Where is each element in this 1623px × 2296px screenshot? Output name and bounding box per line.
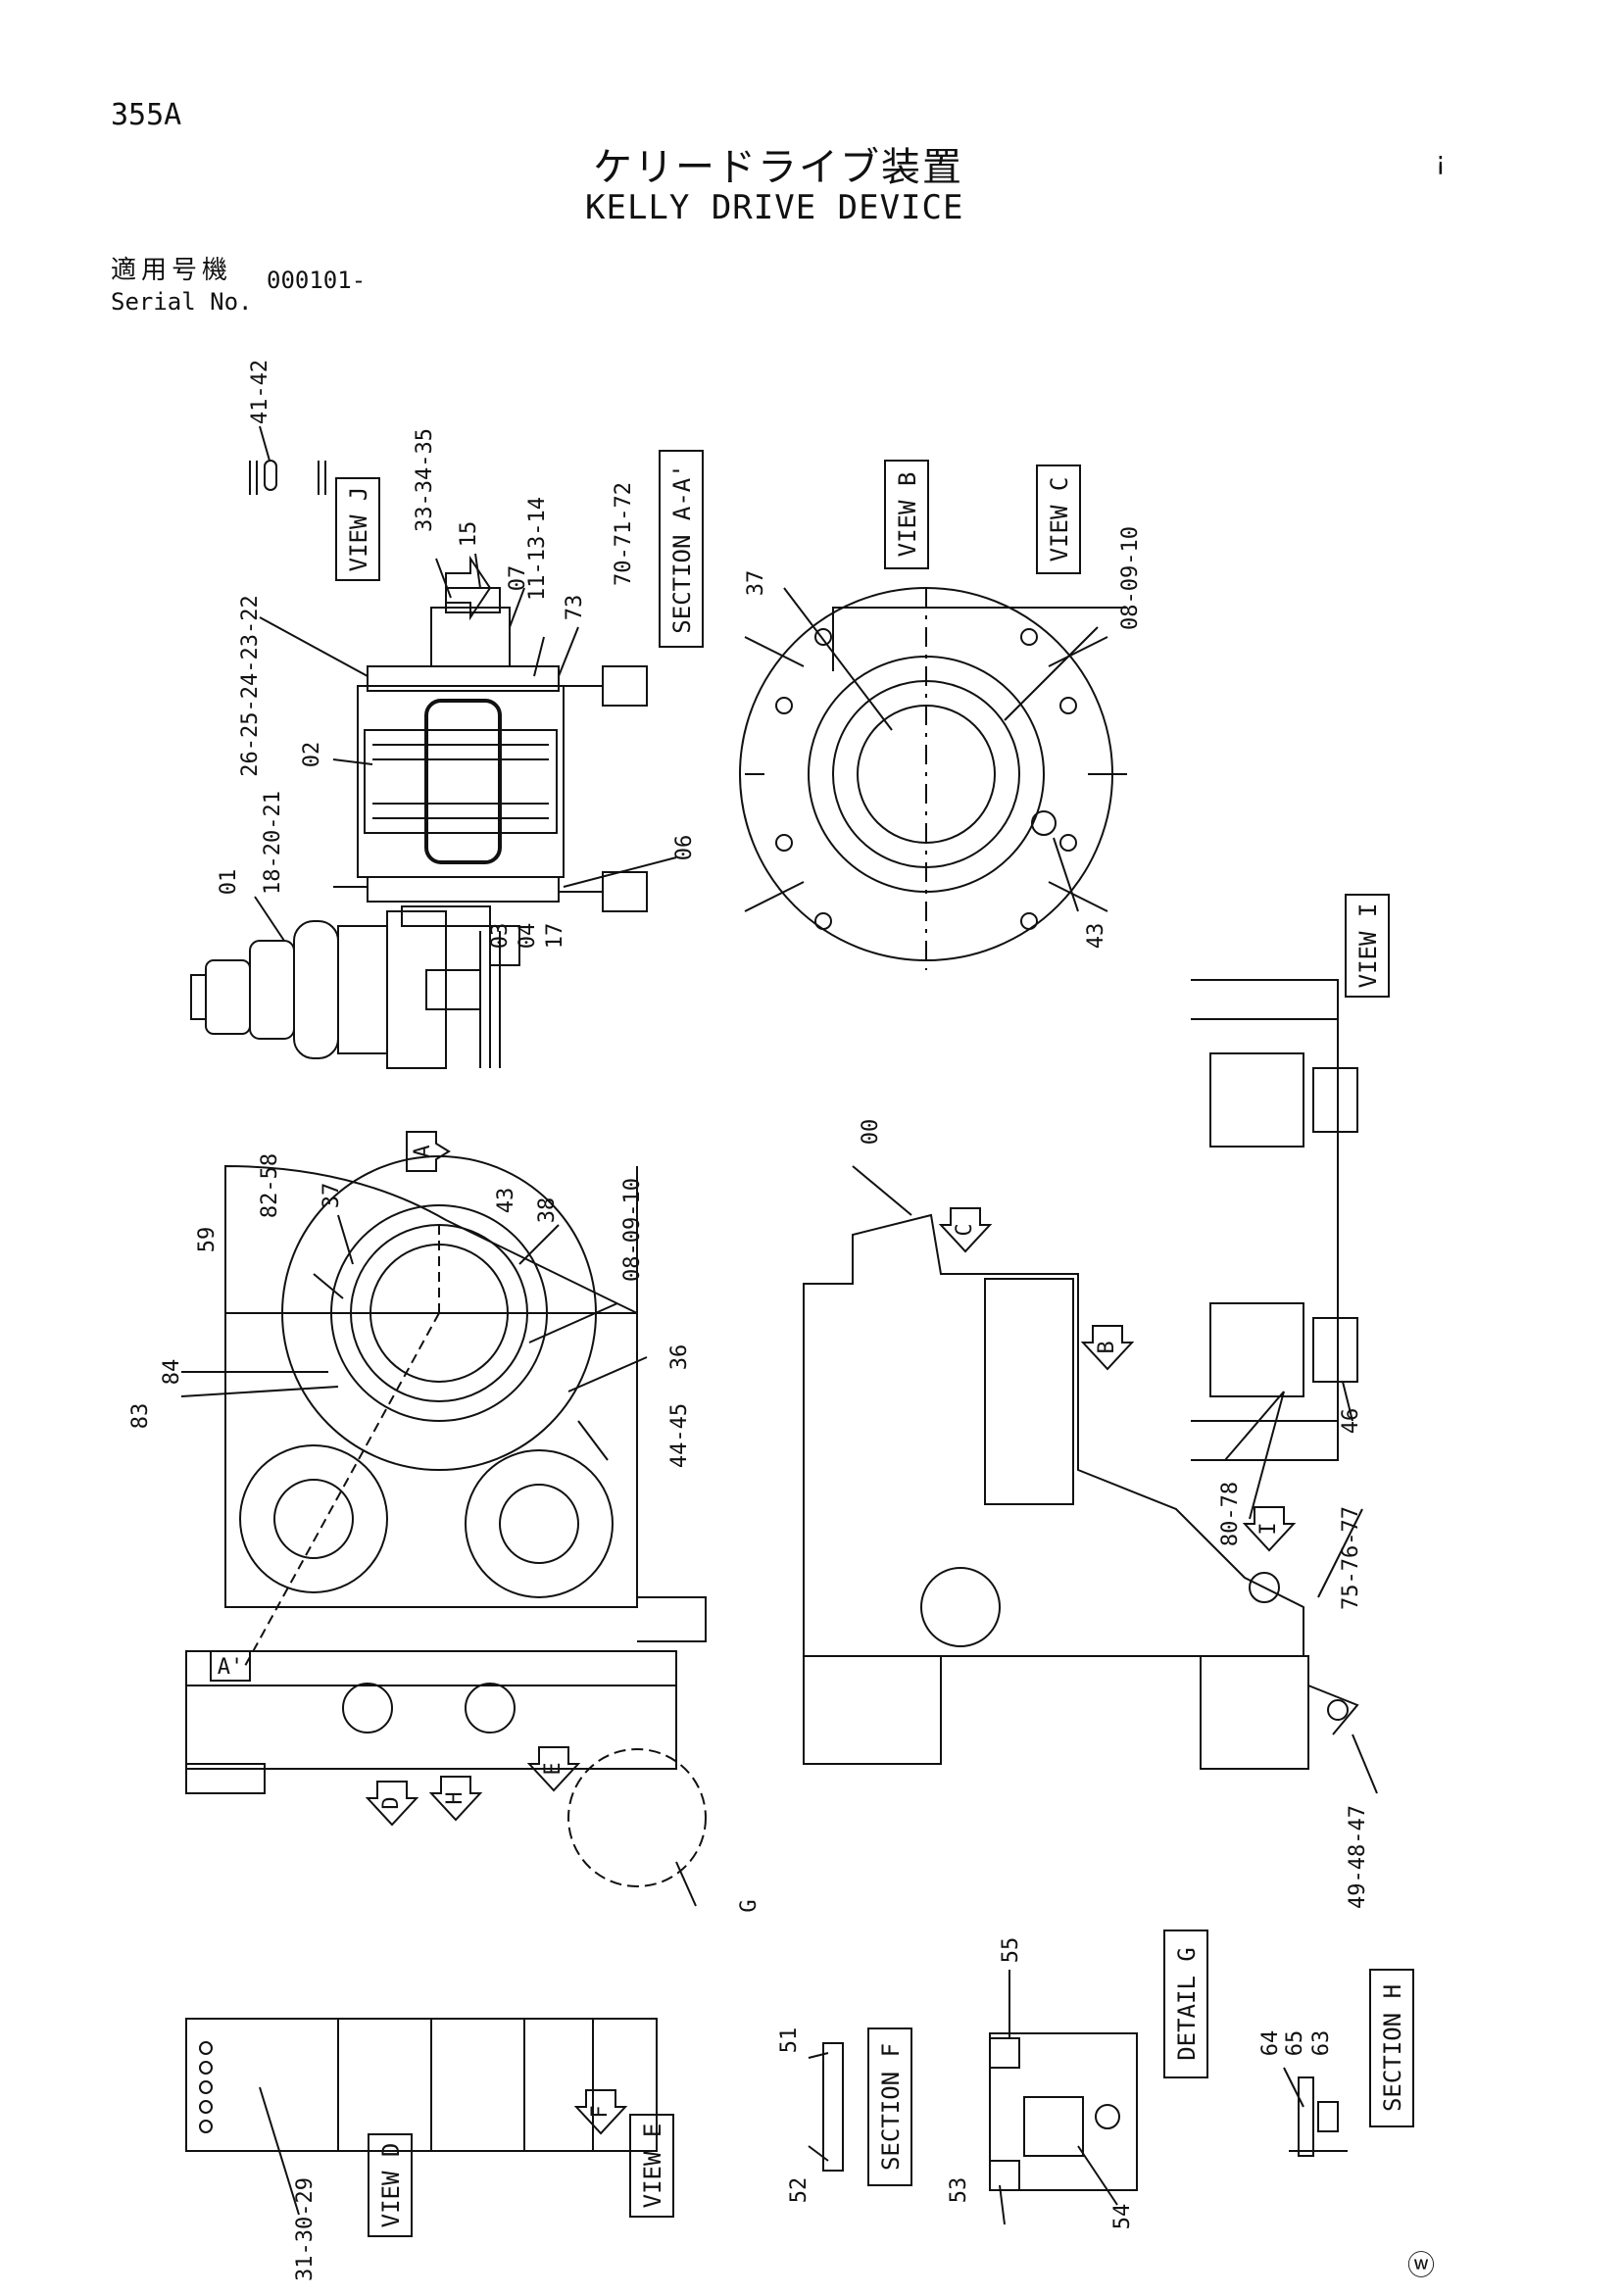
part-04: 04 <box>516 923 540 950</box>
part-43: 43 <box>494 1188 518 1214</box>
part-31-30-29: 31-30-29 <box>293 2177 318 2281</box>
view-b-flange <box>739 587 1127 970</box>
part-33-34-35: 33-34-35 <box>413 428 437 532</box>
label-section-h: SECTION H <box>1379 1984 1406 2112</box>
label-view-b: VIEW B <box>894 472 921 558</box>
title-japanese: ケリードライブ装置 <box>593 145 963 190</box>
part-63: 63 <box>1309 2030 1334 2057</box>
view-i-frame <box>1191 979 1358 1461</box>
part-41-42: 41-42 <box>248 360 272 424</box>
part-65: 65 <box>1283 2030 1307 2057</box>
part-70-71-72: 70-71-72 <box>612 482 636 586</box>
part-38: 38 <box>535 1197 560 1224</box>
label-section-aa: SECTION A-A' <box>668 464 696 633</box>
part-84: 84 <box>160 1359 184 1386</box>
arrow-i: I <box>1256 1522 1281 1535</box>
part-59: 59 <box>195 1227 220 1253</box>
label-view-d: VIEW D <box>377 2143 405 2228</box>
part-64: 64 <box>1258 2030 1283 2057</box>
part-83: 83 <box>128 1403 153 1430</box>
arrow-e: E <box>541 1762 566 1775</box>
arrow-b: B <box>1095 1341 1119 1353</box>
page-number: 355A <box>111 98 182 132</box>
part-49-48-47: 49-48-47 <box>1346 1805 1370 1909</box>
part-53: 53 <box>947 2177 971 2204</box>
part-08-09-10: 08-09-10 <box>620 1178 645 1282</box>
part-18-20-21: 18-20-21 <box>261 791 285 895</box>
part-03: 03 <box>488 923 513 950</box>
side-view <box>803 1165 1378 1794</box>
arrow-f: F <box>588 2105 613 2118</box>
label-section-f: SECTION F <box>877 2043 905 2171</box>
arrow-h: H <box>443 1791 467 1804</box>
part-52: 52 <box>787 2177 812 2204</box>
corner-w-mark: ⓦ <box>1407 2249 1436 2281</box>
part-37: 37 <box>320 1183 344 1209</box>
serial-number-value: 000101- <box>267 267 367 294</box>
part-07: 07 <box>506 565 530 592</box>
part-17: 17 <box>543 923 567 950</box>
part-43-view-b: 43 <box>1084 923 1108 950</box>
part-55: 55 <box>999 1937 1023 1964</box>
arrow-c: C <box>953 1223 977 1236</box>
part-00: 00 <box>859 1119 883 1146</box>
arrow-a: A <box>411 1145 435 1157</box>
part-37-view-b: 37 <box>744 570 768 597</box>
part-82-58: 82-58 <box>258 1153 282 1218</box>
arrow-d: D <box>379 1796 404 1809</box>
label-g: G <box>737 1899 762 1912</box>
label-view-j: VIEW J <box>345 487 372 572</box>
part-11-13-14: 11-13-14 <box>525 497 550 601</box>
title-english: KELLY DRIVE DEVICE <box>585 188 964 227</box>
part-36: 36 <box>667 1344 692 1371</box>
label-view-e: VIEW E <box>639 2124 666 2209</box>
serial-label-english: Serial No. <box>111 288 253 316</box>
part-02: 02 <box>300 742 324 768</box>
label-detail-g: DETAIL G <box>1173 1947 1201 2061</box>
label-view-i: VIEW I <box>1354 904 1382 989</box>
serial-label-japanese: 適用号機 <box>111 256 233 285</box>
part-73: 73 <box>563 595 587 621</box>
part-44-45: 44-45 <box>667 1403 692 1468</box>
part-51: 51 <box>777 2027 802 2054</box>
part-75-76-77: 75-76-77 <box>1339 1506 1363 1610</box>
part-26-25-24-23-22: 26-25-24-23-22 <box>238 595 263 776</box>
part-54: 54 <box>1110 2204 1135 2230</box>
part-08-09-10-view-b: 08-09-10 <box>1118 526 1143 630</box>
margin-tick-mark: ¡ <box>1433 147 1449 176</box>
part-15: 15 <box>457 521 481 548</box>
view-d-plate <box>185 2018 658 2216</box>
label-view-c: VIEW C <box>1046 477 1073 562</box>
part-46: 46 <box>1339 1408 1363 1435</box>
part-01: 01 <box>217 869 241 896</box>
section-aa-assembly <box>190 425 677 1069</box>
arrow-a-prime: A' <box>218 1655 244 1680</box>
detail-parts <box>808 1970 1348 2225</box>
part-80-78: 80-78 <box>1218 1482 1243 1546</box>
part-06: 06 <box>672 835 697 861</box>
front-view <box>180 1155 707 1907</box>
